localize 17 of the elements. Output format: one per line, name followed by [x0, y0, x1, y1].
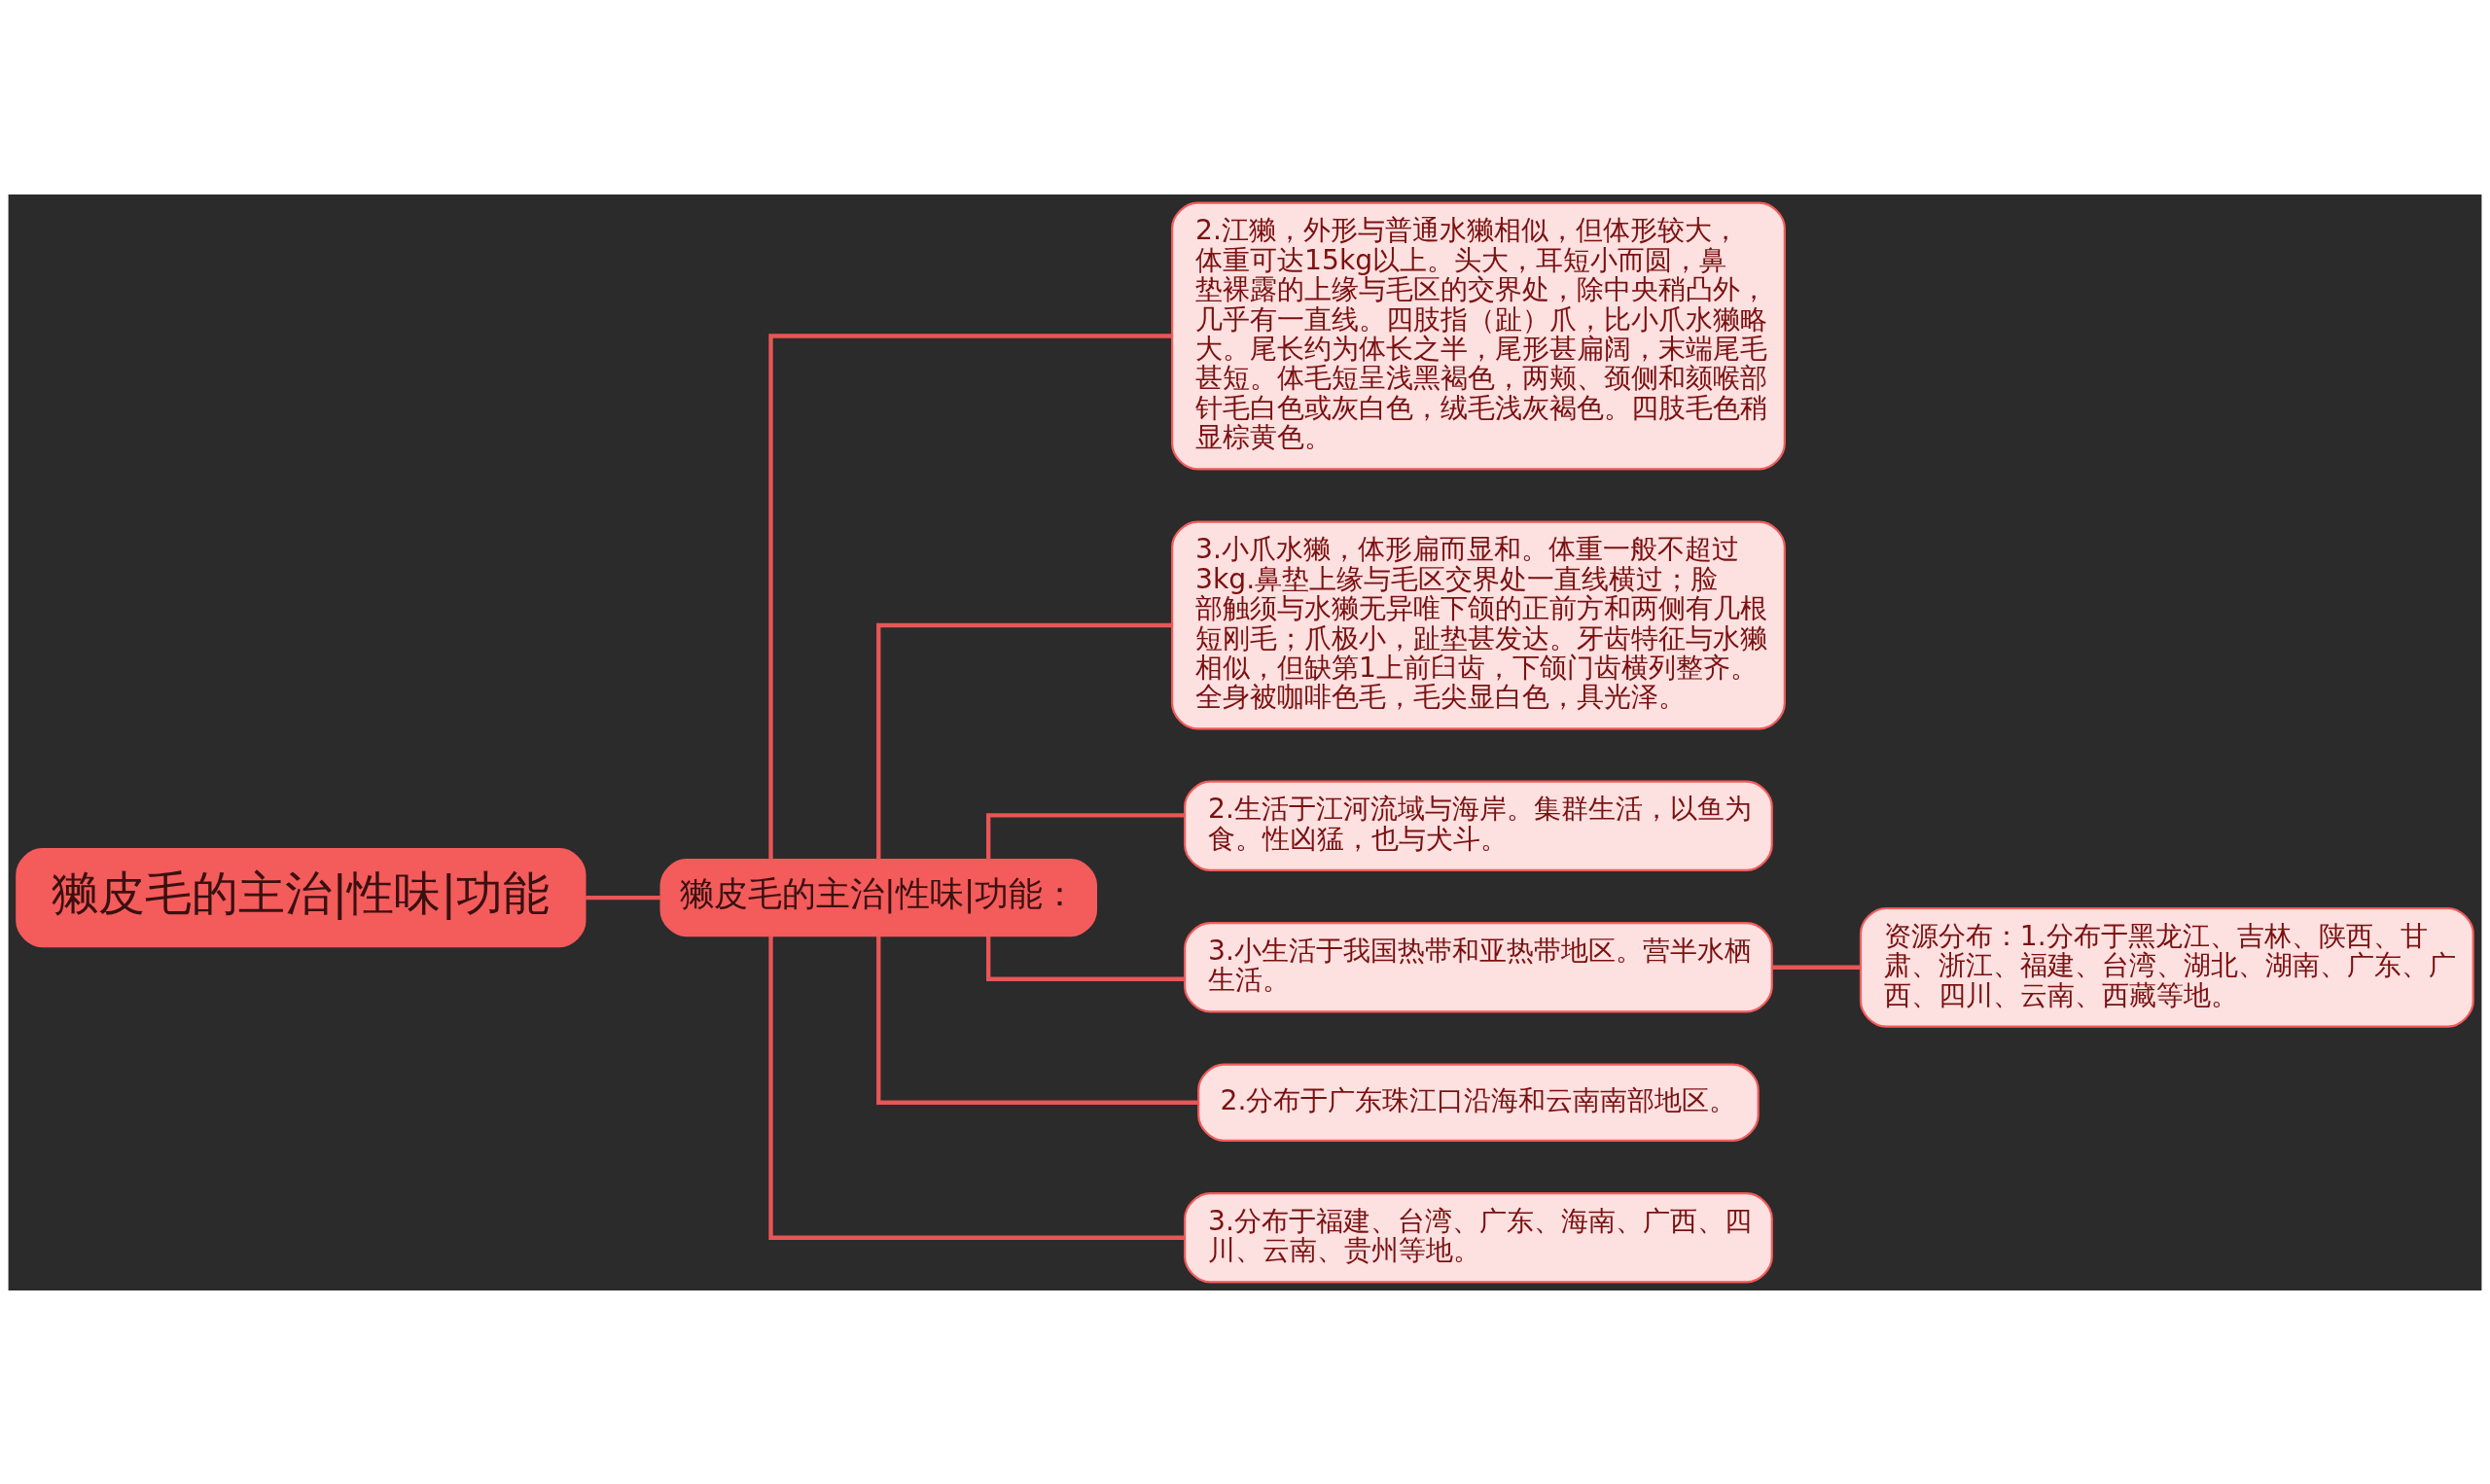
node-box: 2.分布于广东珠江口沿海和云南南部地区。 — [1197, 1063, 1760, 1142]
connector — [986, 936, 1185, 981]
node-box: 獭皮毛的主治|性味|功能： — [659, 858, 1097, 936]
node-box: 2.生活于江河流域与海岸。集群生活，以鱼为食。性凶猛，也与犬斗。 — [1184, 780, 1773, 871]
node-box: 3.小生活于我国热带和亚热带地区。营半水栖生活。 — [1184, 921, 1773, 1012]
node-box: 资源分布：1.分布于黑龙江、吉林、陕西、甘肃、浙江、福建、台湾、湖北、湖南、广东、广西、四川、云南、西藏等地。 — [1859, 906, 2474, 1028]
node-box: 2.江獭，外形与普通水獭相似，但体形较大，体重可达15kg以上。头大，耳短小而圆，鼻垫裸露的上缘与毛区的交界处，除中央稍凸外，几乎有一直线。四肢指（趾）爪，比小爪水獭略大。尾长约为体长之半，尾形甚扁阔，末端尾毛甚短。体毛短呈浅黑褐色，两颊、颈侧和颏喉部针毛白色或灰白色，绒毛浅灰褐色。四肢毛色稍显棕黄色。 — [1171, 201, 1786, 470]
connector — [585, 895, 661, 900]
connector — [876, 622, 1172, 860]
connector — [986, 812, 1185, 860]
node-box: 3.小爪水獭，体形扁而显和。体重一般不超过3kg.鼻垫上缘与毛区交界处一直线横过；脸部触须与水獭无异唯下颌的正前方和两侧有几根短刚毛；爪极小，趾垫甚发达。牙齿特征与水獭相似，但缺第1上前臼齿，下颌门齿横列整齐。全身被咖啡色毛，毛尖显白色，具光泽。 — [1171, 520, 1786, 729]
connector — [876, 936, 1198, 1105]
connector — [768, 936, 1185, 1240]
connector — [1772, 965, 1861, 970]
node-box: 獭皮毛的主治|性味|功能 — [16, 847, 587, 947]
node-box: 3.分布于福建、台湾、广东、海南、广西、四川、云南、贵州等地。 — [1184, 1191, 1773, 1283]
connector — [768, 333, 1172, 859]
